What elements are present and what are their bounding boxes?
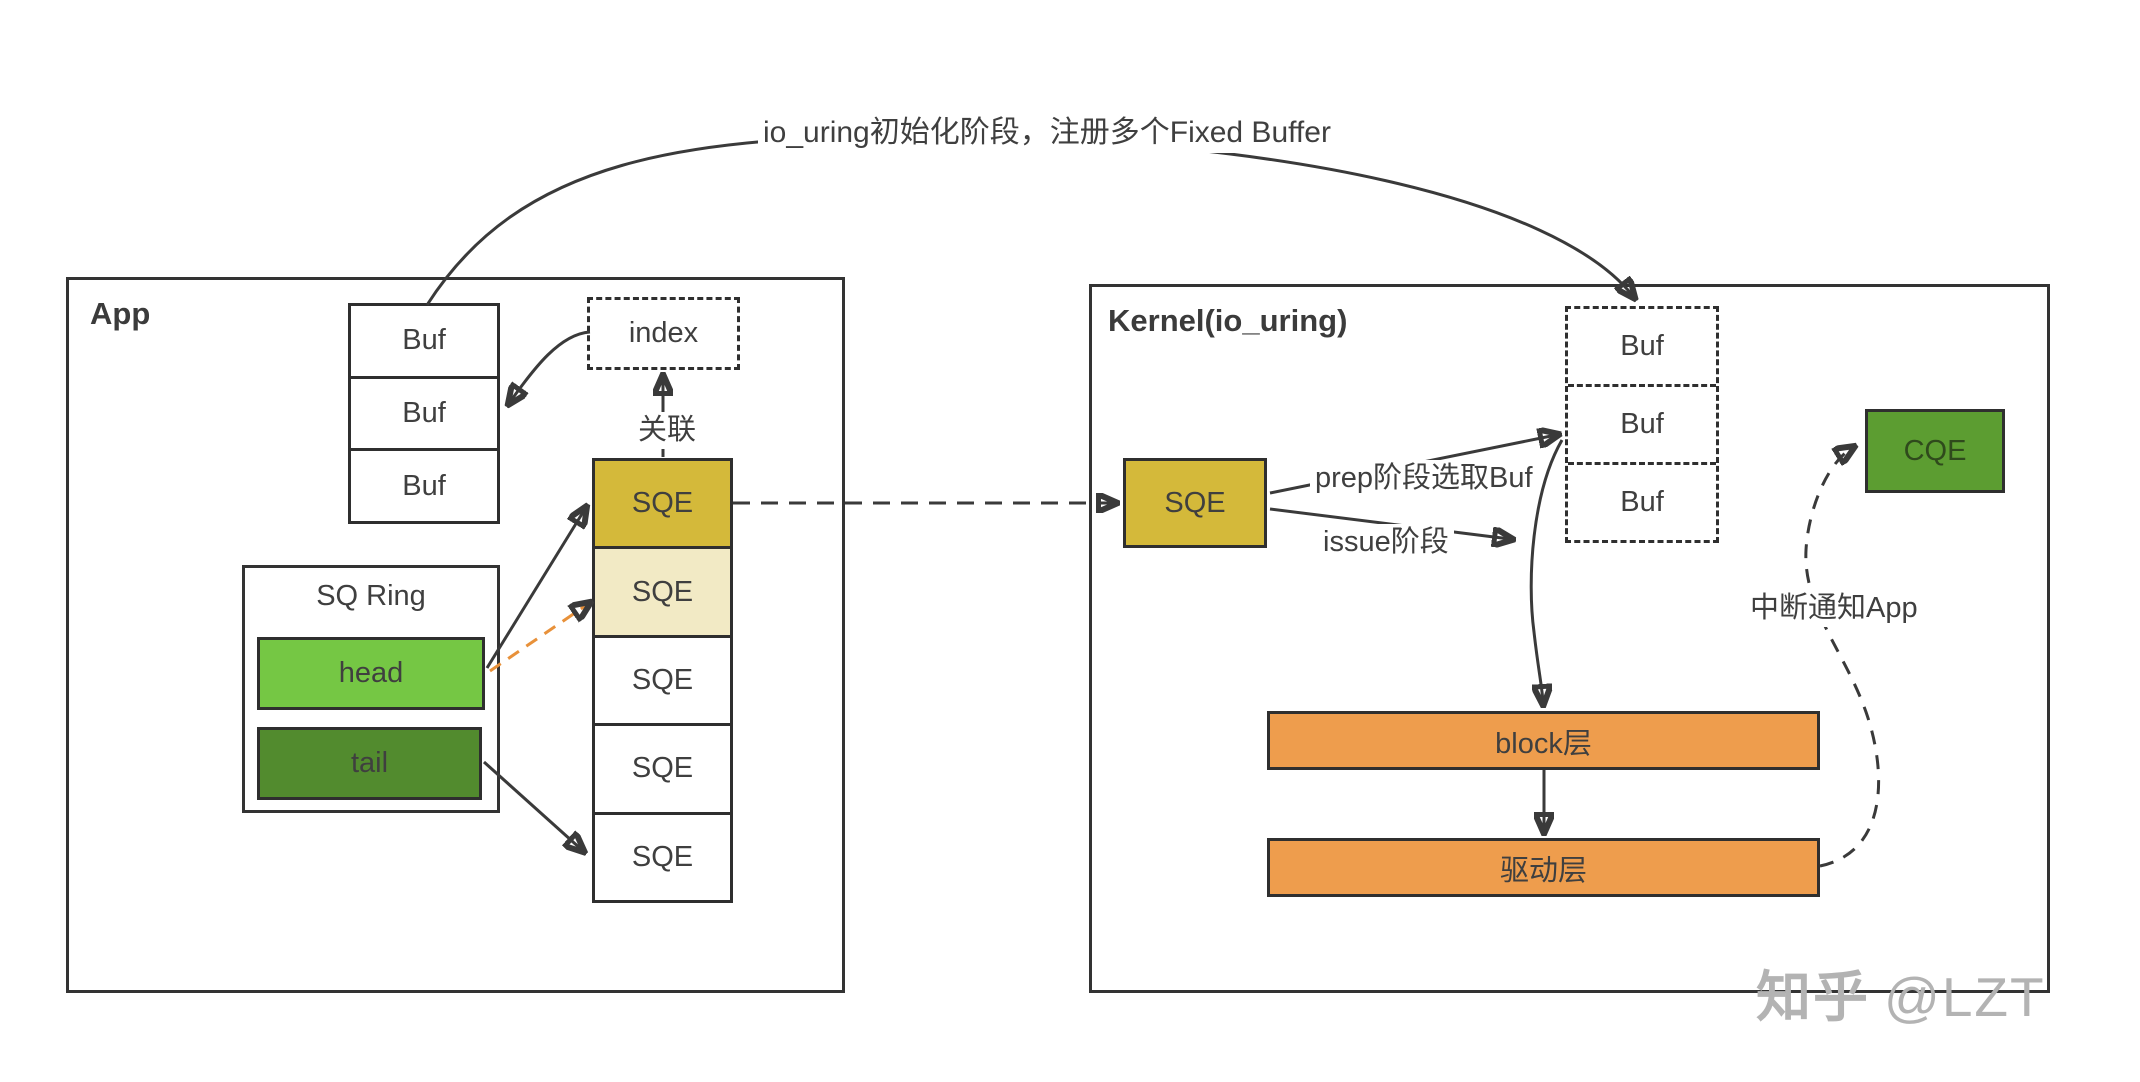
watermark-user: @LZT xyxy=(1884,966,2046,1028)
app-title: App xyxy=(90,296,151,331)
sqe-cell-active: SQE xyxy=(595,461,730,547)
kernel-buf-stack: Buf Buf Buf xyxy=(1565,306,1719,543)
app-buf-cell: Buf xyxy=(351,375,497,449)
watermark: 知乎@LZT xyxy=(1756,952,2046,1032)
head-box: head xyxy=(257,637,485,710)
annotation-issue-phase: issue阶段 xyxy=(1318,524,1454,562)
kernel-buf-cell: Buf xyxy=(1620,330,1664,362)
app-buf-cell: Buf xyxy=(402,324,446,357)
annotation-interrupt-notify: 中断通知App xyxy=(1745,590,1923,628)
app-buf-stack: Buf Buf Buf xyxy=(348,303,500,524)
watermark-site: 知乎 xyxy=(1756,966,1871,1028)
annotation-prep-select-buf: prep阶段选取Buf xyxy=(1310,460,1538,498)
app-buf-cell: Buf xyxy=(351,448,497,521)
annotation-associate: 关联 xyxy=(633,412,702,450)
sqe-cell: SQE xyxy=(595,723,730,811)
kernel-sqe-box: SQE xyxy=(1123,458,1267,548)
kernel-buf-cell: Buf xyxy=(1568,384,1716,462)
tail-box: tail xyxy=(257,727,482,800)
sqe-cell: SQE xyxy=(595,811,730,900)
cqe-box: CQE xyxy=(1865,409,2005,493)
driver-layer-box: 驱动层 xyxy=(1267,838,1820,897)
kernel-buf-cell: Buf xyxy=(1568,462,1716,540)
sq-ring-title: SQ Ring xyxy=(316,580,426,612)
index-box: index xyxy=(587,297,740,370)
sqe-cell: SQE xyxy=(595,634,730,723)
annotation-register-fixed-buffer: io_uring初始化阶段，注册多个Fixed Buffer xyxy=(758,114,1336,153)
kernel-title: Kernel(io_uring) xyxy=(1108,303,1348,338)
sqe-column: SQE SQE SQE SQE SQE xyxy=(592,458,733,903)
block-layer-box: block层 xyxy=(1267,711,1820,770)
sqe-cell-next: SQE xyxy=(595,546,730,635)
